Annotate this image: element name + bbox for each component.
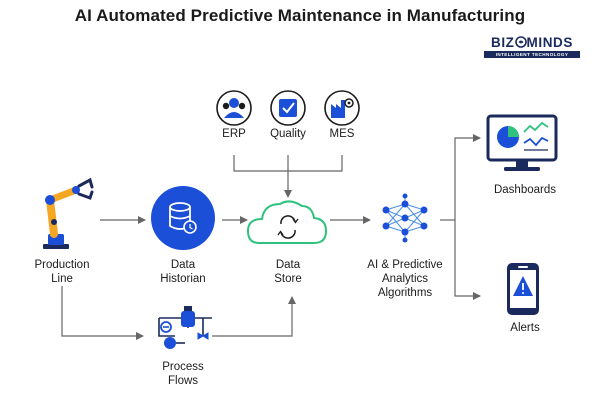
cloud-sync-icon xyxy=(246,200,328,244)
erp-label: ERP xyxy=(222,128,246,140)
page-title: AI Automated Predictive Maintenance in M… xyxy=(74,6,526,25)
robot-arm-icon xyxy=(43,177,94,249)
arrow-ai-to-alerts xyxy=(454,220,481,300)
smartphone-alert-icon xyxy=(507,263,539,315)
alerts-label: Alerts xyxy=(510,322,540,334)
brain-icon xyxy=(514,36,527,48)
database-clock-icon xyxy=(151,186,215,250)
arrow-ai-to-dashboards xyxy=(454,134,481,220)
factory-gear-icon xyxy=(324,90,360,126)
arrow-process-to-store xyxy=(212,296,296,337)
arrow-production-to-process xyxy=(61,286,144,340)
brand-tagline: INTELLIGENT TECHNOLOGY xyxy=(484,51,580,58)
monitor-charts-icon xyxy=(486,114,558,171)
checkbox-icon xyxy=(270,90,306,126)
dashboards-label: Dashboards xyxy=(493,184,556,196)
users-icon xyxy=(216,90,252,126)
mes-label: MES xyxy=(329,128,355,140)
quality-label: Quality xyxy=(270,128,306,140)
neural-network-icon xyxy=(382,193,428,243)
connectors xyxy=(61,134,481,340)
pipes-valves-icon xyxy=(158,306,212,349)
